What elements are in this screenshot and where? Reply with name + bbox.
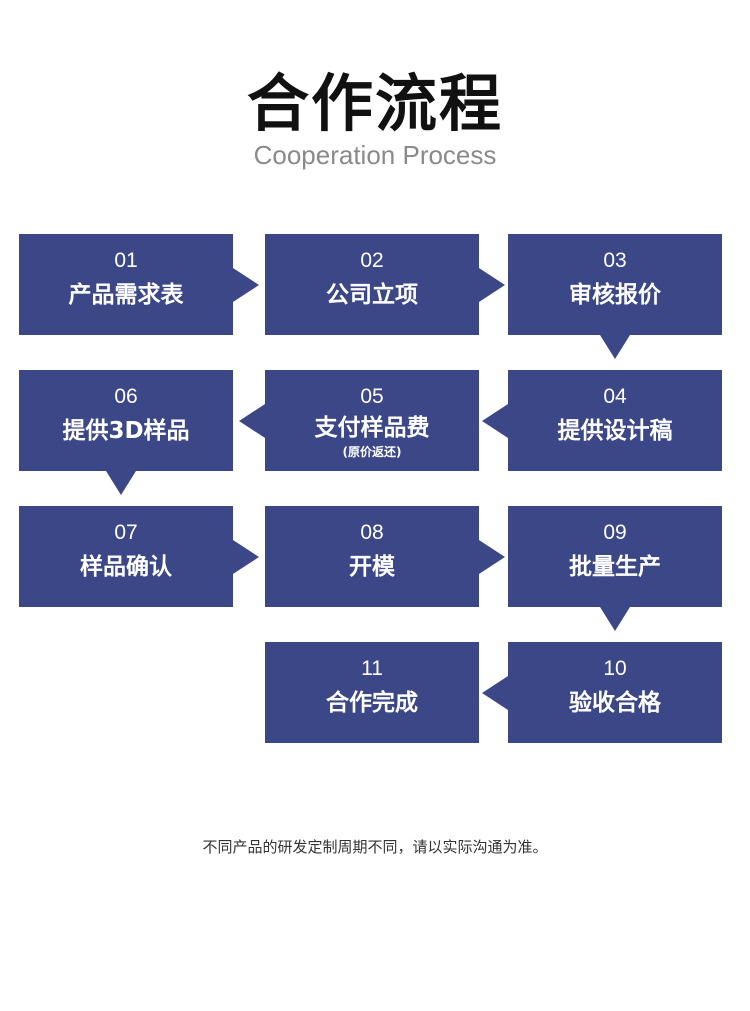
- arrow-right-icon: [233, 268, 259, 302]
- arrow-right-icon: [479, 268, 505, 302]
- step-label: 合作完成: [326, 690, 418, 716]
- arrow-right-icon: [233, 540, 259, 574]
- step-number: 04: [603, 385, 627, 408]
- step-11: 11 合作完成: [265, 642, 479, 743]
- arrow-left-icon: [482, 676, 508, 710]
- step-number: 03: [603, 249, 627, 272]
- arrow-left-icon: [482, 404, 508, 438]
- step-08: 08 开模: [265, 506, 479, 607]
- footer-note: 不同产品的研发定制周期不同，请以实际沟通为准。: [202, 838, 548, 856]
- step-label: 样品确认: [80, 554, 172, 580]
- step-09: 09 批量生产: [508, 506, 722, 607]
- step-07: 07 样品确认: [19, 506, 233, 607]
- step-label: 审核报价: [569, 282, 661, 308]
- step-number: 09: [603, 521, 627, 544]
- step-label: 产品需求表: [68, 282, 184, 308]
- arrow-left-icon: [239, 404, 265, 438]
- step-05: 05 支付样品费 (原价返还): [265, 370, 479, 471]
- step-01: 01 产品需求表: [19, 234, 233, 335]
- step-label: 公司立项: [326, 282, 418, 308]
- page-title: 合作流程: [246, 67, 503, 140]
- step-number: 01: [114, 249, 138, 272]
- step-label: 开模: [349, 554, 395, 580]
- arrow-down-icon: [600, 335, 630, 359]
- step-10: 10 验收合格: [508, 642, 722, 743]
- step-number: 06: [114, 385, 138, 408]
- step-note: (原价返还): [342, 445, 402, 459]
- step-label: 支付样品费: [314, 415, 430, 441]
- arrow-down-icon: [106, 471, 136, 495]
- step-number: 05: [360, 385, 384, 408]
- step-number: 10: [603, 657, 627, 680]
- step-label: 提供设计稿: [557, 418, 673, 444]
- step-02: 02 公司立项: [265, 234, 479, 335]
- step-number: 11: [361, 657, 383, 680]
- step-number: 08: [360, 521, 384, 544]
- step-label: 提供3D样品: [62, 418, 190, 444]
- step-03: 03 审核报价: [508, 234, 722, 335]
- arrow-right-icon: [479, 540, 505, 574]
- page-subtitle: Cooperation Process: [253, 140, 497, 170]
- step-06: 06 提供3D样品: [19, 370, 233, 471]
- step-number: 02: [360, 249, 384, 272]
- step-label: 批量生产: [569, 554, 661, 580]
- arrow-down-icon: [600, 607, 630, 631]
- step-label: 验收合格: [569, 690, 661, 716]
- step-04: 04 提供设计稿: [508, 370, 722, 471]
- step-number: 07: [114, 521, 138, 544]
